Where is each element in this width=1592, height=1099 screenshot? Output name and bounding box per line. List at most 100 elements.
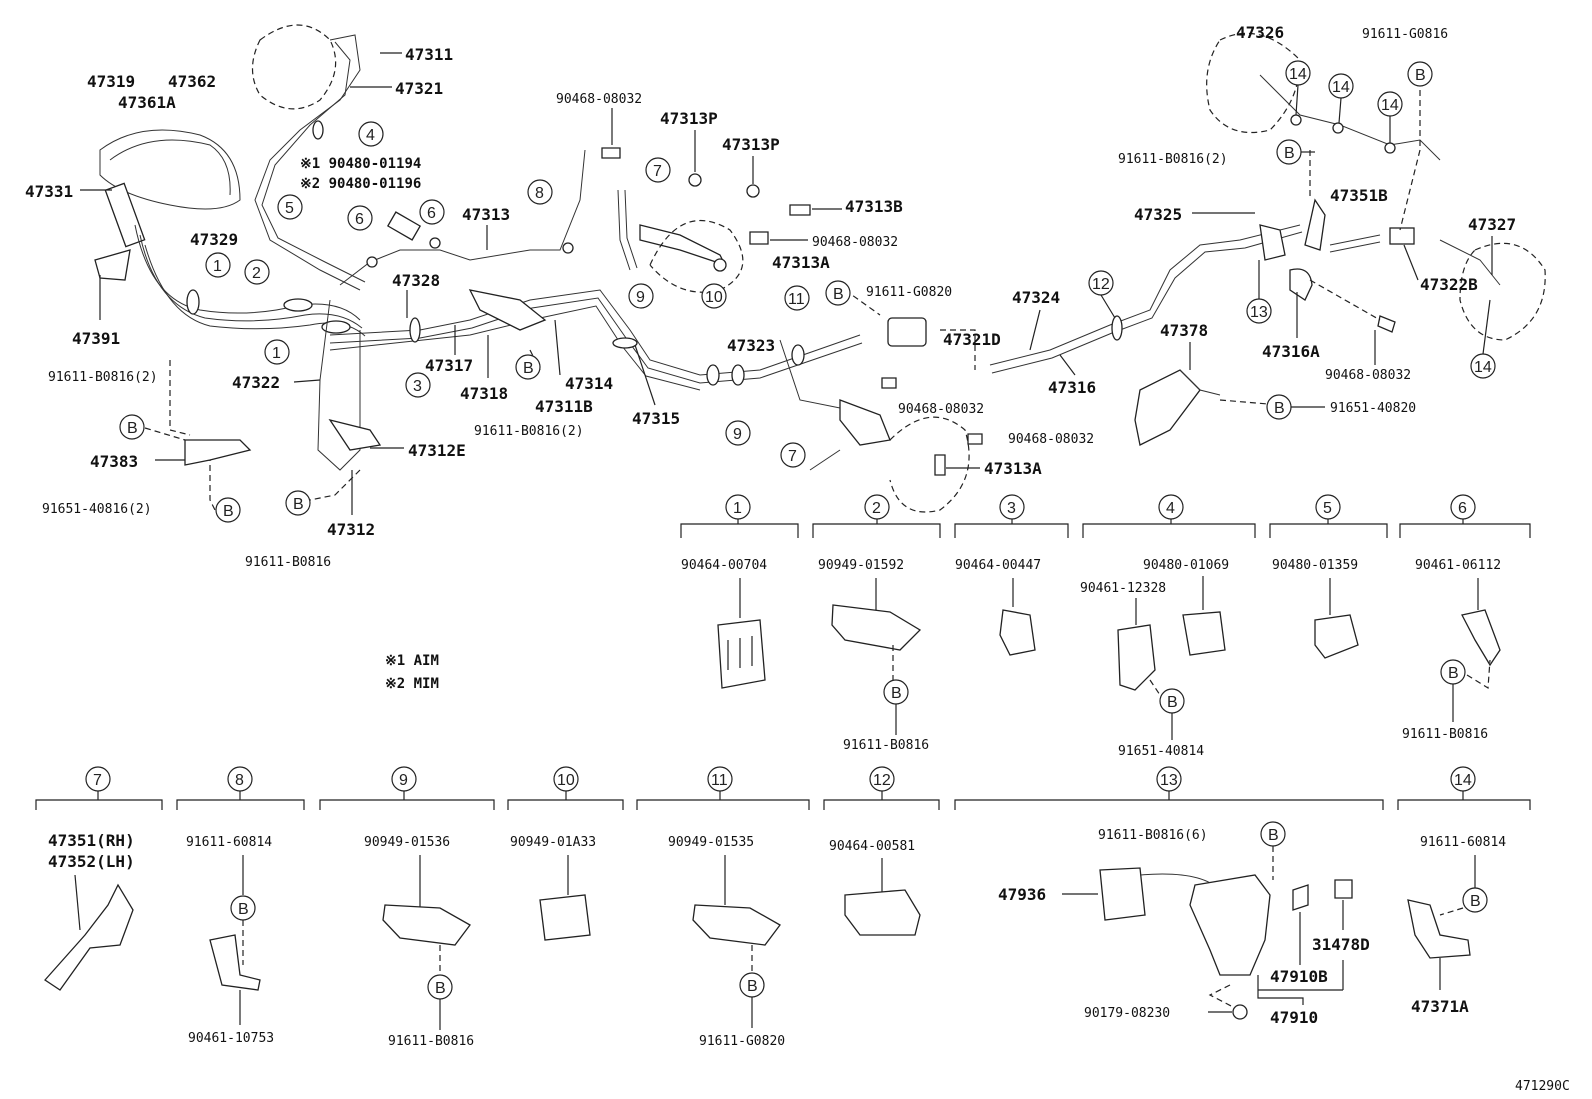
g11-code-1: 90949-01535 xyxy=(668,835,754,850)
legend-group-10: 10 90949-01A33 xyxy=(507,766,624,941)
label-47321d: 47321D xyxy=(943,330,1001,349)
g9-code-2: 91611-B0816 xyxy=(388,1034,474,1049)
svg-text:4: 4 xyxy=(366,127,375,144)
svg-text:12: 12 xyxy=(873,772,891,789)
label-47383: 47383 xyxy=(90,452,138,471)
label-47362: 47362 xyxy=(168,72,216,91)
label-47327: 47327 xyxy=(1468,215,1516,234)
label-47314: 47314 xyxy=(565,374,613,393)
svg-text:B: B xyxy=(891,685,902,702)
svg-text:6: 6 xyxy=(355,211,364,228)
label-47328: 47328 xyxy=(392,271,440,290)
label-47313b: 47313B xyxy=(845,197,903,216)
code-91611-g0820: 91611-G0820 xyxy=(866,285,952,300)
legend-group-8: 8 91611-60814 B 90461-10753 xyxy=(176,766,305,1046)
svg-text:14: 14 xyxy=(1381,97,1399,114)
g13-code-2: 47936 xyxy=(998,885,1046,904)
note-mim: ※2 MIM xyxy=(385,676,439,692)
legend-group-7: 7 47351(RH) 47352(LH) xyxy=(35,766,163,991)
label-47378: 47378 xyxy=(1160,321,1208,340)
g11-code-2: 91611-G0820 xyxy=(699,1034,785,1049)
g8-code-2: 90461-10753 xyxy=(188,1031,274,1046)
svg-text:B: B xyxy=(435,980,446,997)
g6-code-2: 91611-B0816 xyxy=(1402,727,1488,742)
label-47331: 47331 xyxy=(25,182,73,201)
svg-text:10: 10 xyxy=(705,289,723,306)
label-47315: 47315 xyxy=(632,409,680,428)
callout-numbers: 4 5 6 6 8 7 1 2 1 3 9 10 11 9 7 12 13 14… xyxy=(205,60,1496,468)
g6-code-1: 90461-06112 xyxy=(1415,558,1501,573)
legend-row-2: 7 47351(RH) 47352(LH) 8 91611-60814 B 90… xyxy=(35,766,1531,1049)
legend-group-13: 13 91611-B0816(6) B 47936 31478D 47910B … xyxy=(954,766,1384,1027)
svg-text:9: 9 xyxy=(636,289,645,306)
code-90468-right: 90468-08032 xyxy=(1325,368,1411,383)
main-labels: 47311 47321 47319 47362 47361A 47331 473… xyxy=(25,23,1516,570)
g13-code-3: 47910B xyxy=(1270,967,1328,986)
legend-group-12: 12 90464-00581 xyxy=(823,766,940,936)
svg-text:B: B xyxy=(1284,145,1295,162)
footer-code: 471290C xyxy=(1515,1079,1570,1094)
label-47322b: 47322B xyxy=(1420,275,1478,294)
legend-group-2: 2 90949-01592 B 91611-B0816 xyxy=(812,494,941,753)
legend-row-1: 1 90464-00704 2 90949-01592 B 91611-B081… xyxy=(680,494,1531,759)
g13-code-1: 91611-B0816(6) xyxy=(1098,828,1208,843)
svg-text:2: 2 xyxy=(252,265,261,282)
g12-code-1: 90464-00581 xyxy=(829,839,915,854)
svg-text:B: B xyxy=(1470,893,1481,910)
svg-text:1: 1 xyxy=(213,258,222,275)
svg-text:B: B xyxy=(1167,694,1178,711)
label-47313p-1: 47313P xyxy=(660,109,718,128)
note-aim: ※1 AIM xyxy=(385,653,439,669)
note-2: ※2 90480-01196 xyxy=(300,176,421,192)
svg-text:B: B xyxy=(223,503,234,520)
g1-code-1: 90464-00704 xyxy=(681,558,767,573)
label-47391: 47391 xyxy=(72,329,120,348)
g5-code-1: 90480-01359 xyxy=(1272,558,1358,573)
label-47326: 47326 xyxy=(1236,23,1284,42)
svg-text:B: B xyxy=(293,496,304,513)
svg-text:7: 7 xyxy=(788,448,797,465)
label-47318: 47318 xyxy=(460,384,508,403)
svg-text:3: 3 xyxy=(413,378,422,395)
svg-text:13: 13 xyxy=(1250,304,1268,321)
svg-text:14: 14 xyxy=(1289,66,1307,83)
g14-code-2: 47371A xyxy=(1411,997,1469,1016)
svg-text:B: B xyxy=(1274,400,1285,417)
svg-text:12: 12 xyxy=(1092,276,1110,293)
svg-text:9: 9 xyxy=(733,426,742,443)
g2-code-1: 90949-01592 xyxy=(818,558,904,573)
label-47361a: 47361A xyxy=(118,93,176,112)
label-47313p-2: 47313P xyxy=(722,135,780,154)
label-47351b: 47351B xyxy=(1330,186,1388,205)
label-47311: 47311 xyxy=(405,45,453,64)
g13-code-6: 47910 xyxy=(1270,1008,1318,1027)
label-47329: 47329 xyxy=(190,230,238,249)
legend-group-9: 9 90949-01536 B 91611-B0816 xyxy=(319,766,495,1049)
legend-group-1: 1 90464-00704 xyxy=(680,494,799,689)
svg-text:B: B xyxy=(1448,665,1459,682)
g4-code-2: 90461-12328 xyxy=(1080,581,1166,596)
label-47312e: 47312E xyxy=(408,441,466,460)
svg-text:B: B xyxy=(833,286,844,303)
svg-text:3: 3 xyxy=(1007,500,1016,517)
svg-text:9: 9 xyxy=(399,772,408,789)
label-47317: 47317 xyxy=(425,356,473,375)
main-assembly xyxy=(94,24,1546,513)
g3-code-1: 90464-00447 xyxy=(955,558,1041,573)
svg-text:7: 7 xyxy=(653,163,662,180)
svg-text:10: 10 xyxy=(557,772,575,789)
label-47312: 47312 xyxy=(327,520,375,539)
code-91651-40820: 91651-40820 xyxy=(1330,401,1416,416)
note-1: ※1 90480-01194 xyxy=(300,156,421,172)
svg-text:8: 8 xyxy=(235,772,244,789)
label-47325: 47325 xyxy=(1134,205,1182,224)
code-90468-mid: 90468-08032 xyxy=(812,235,898,250)
svg-text:B: B xyxy=(523,360,534,377)
label-47313: 47313 xyxy=(462,205,510,224)
legend-group-14: 14 91611-60814 B 47371A xyxy=(1397,766,1531,1016)
svg-text:2: 2 xyxy=(872,500,881,517)
label-47313a-1: 47313A xyxy=(772,253,830,272)
g2-code-2: 91611-B0816 xyxy=(843,738,929,753)
label-47311b: 47311B xyxy=(535,397,593,416)
code-91611-b0816-2-mid: 91611-B0816(2) xyxy=(474,424,584,439)
